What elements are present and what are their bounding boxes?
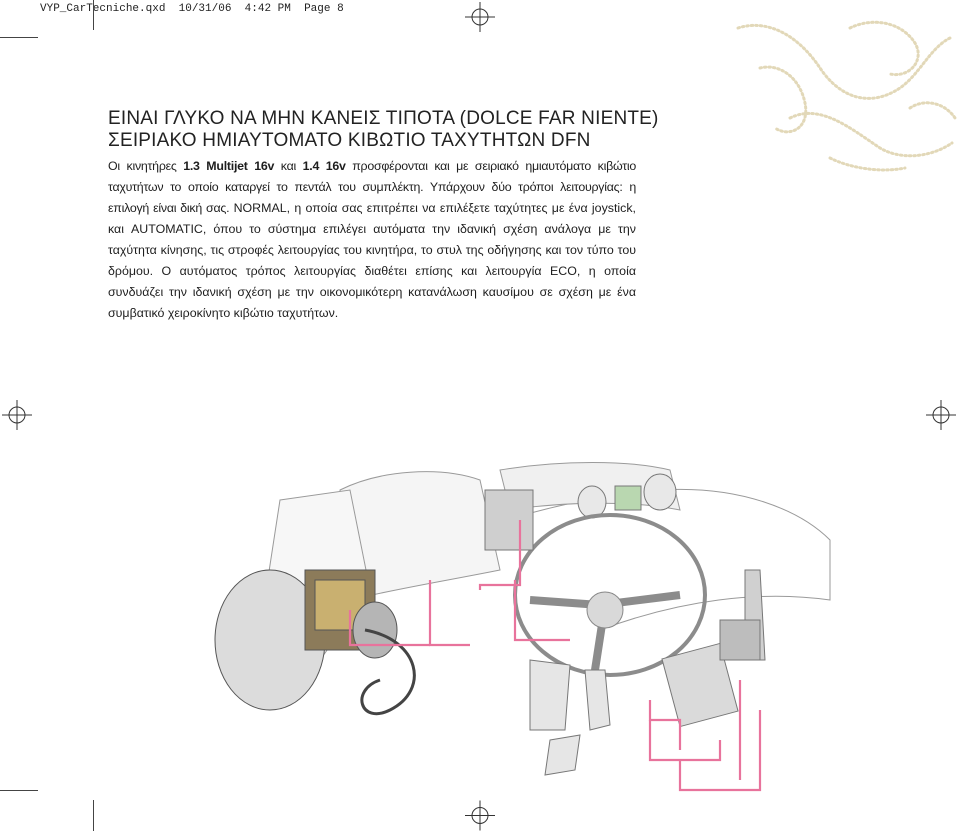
- crop-mark-top-left-h: [0, 37, 38, 38]
- p1-engine-1: 1.3 Multijet 16v: [183, 159, 275, 173]
- p1-rest: προσφέρονται και με σειριακό ημιαυτόματο…: [108, 159, 636, 215]
- page-heading: ΕΙΝΑΙ ΓΛΥΚΟ ΝΑ ΜΗΝ ΚΑΝΕΙΣ ΤΙΠΟΤΑ (DOLCE …: [108, 108, 828, 152]
- dotted-floral-ornament-icon: [736, 20, 957, 172]
- p1-and: και: [274, 159, 303, 173]
- heading-line-1: ΕΙΝΑΙ ΓΛΥΚΟ ΝΑ ΜΗΝ ΚΑΝΕΙΣ ΤΙΠΟΤΑ (DOLCE …: [108, 108, 659, 129]
- registration-mark-icon: [465, 2, 495, 32]
- registration-mark-icon: [465, 800, 495, 831]
- p1-intro: Οι κινητήρες: [108, 159, 184, 173]
- slug-file: VYP_CarTecniche.qxd: [40, 3, 166, 15]
- slug-date: 10/31/06: [178, 3, 232, 15]
- crop-mark-bottom-left-h: [0, 790, 38, 791]
- print-slug: VYP_CarTecniche.qxd 10/31/06 4:42 PM Pag…: [40, 3, 344, 15]
- crop-mark-top-left-v: [93, 0, 94, 30]
- car-cutaway-illustration-icon: [214, 462, 831, 792]
- registration-mark-icon: [2, 400, 32, 430]
- registration-mark-icon: [926, 400, 956, 430]
- body-text: Οι κινητήρες 1.3 Multijet 16v και 1.4 16…: [108, 156, 636, 324]
- paragraph-2: NORMAL, η οποία σας επιτρέπει να επιλέξε…: [108, 201, 636, 320]
- heading-line-2: ΣΕΙΡΙΑΚΟ ΗΜΙΑΥΤΟΜΑΤΟ ΚΙΒΩΤΙΟ ΤΑΧΥΤΗΤΩΝ D…: [108, 130, 591, 151]
- slug-page: Page 8: [304, 3, 344, 15]
- crop-mark-bottom-left-v: [93, 800, 94, 831]
- paragraph-1: Οι κινητήρες 1.3 Multijet 16v και 1.4 16…: [108, 159, 636, 215]
- slug-time: 4:42 PM: [244, 3, 291, 15]
- p1-engine-2: 1.4 16v: [302, 159, 346, 173]
